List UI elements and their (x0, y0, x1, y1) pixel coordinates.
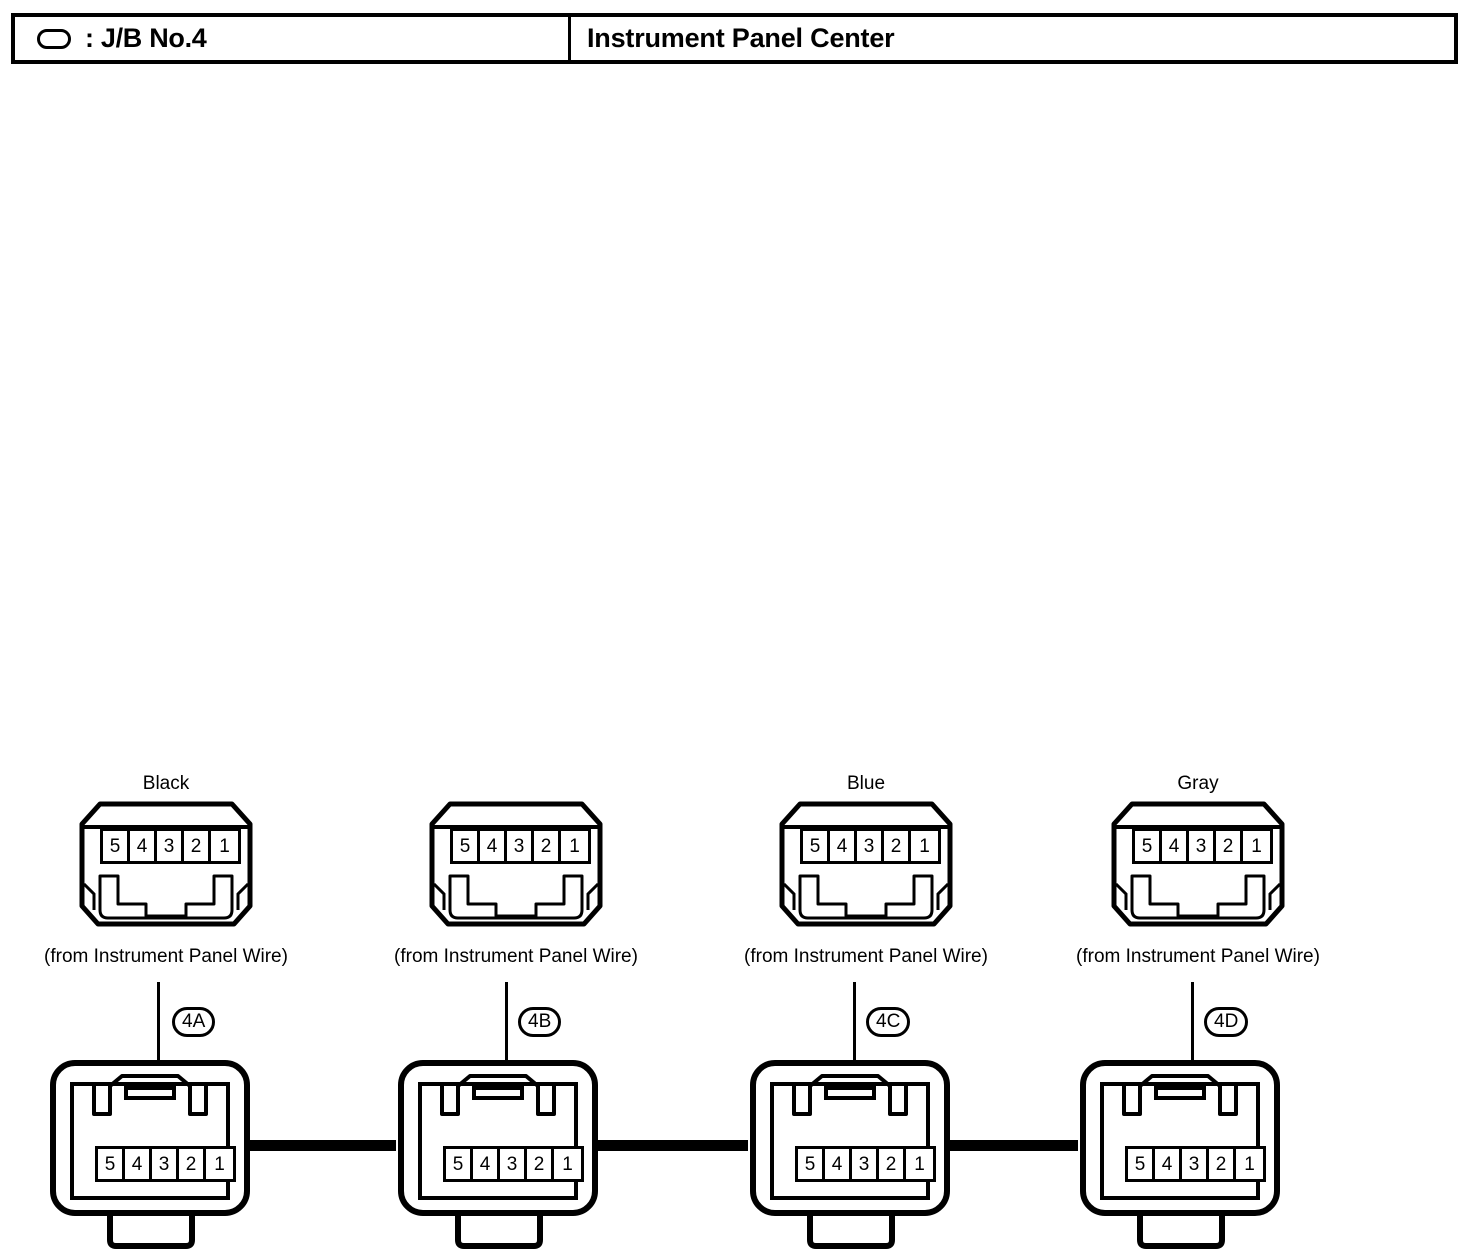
pin-cell-2: 2 (184, 831, 211, 861)
pin-cell-5: 5 (98, 1149, 125, 1179)
pin-cell-2: 2 (1216, 831, 1243, 861)
pin-cell-3: 3 (507, 831, 534, 861)
pin-cell-1: 1 (211, 831, 238, 861)
pin-cell-1: 1 (561, 831, 588, 861)
pin-cell-5: 5 (103, 831, 130, 861)
harness-wire-segment-2 (596, 1140, 748, 1151)
source-wire-note: (from Instrument Panel Wire) (1076, 946, 1320, 967)
pin-cell-3: 3 (157, 831, 184, 861)
top-connector-outline (779, 801, 953, 927)
pin-cell-4: 4 (1155, 1149, 1182, 1179)
pin-cell-2: 2 (879, 1149, 906, 1179)
pin-cell-1: 1 (1236, 1149, 1263, 1179)
source-wire-note: (from Instrument Panel Wire) (44, 946, 288, 967)
header-left-cell: : J/B No.4 (15, 17, 571, 60)
pin-cell-3: 3 (852, 1149, 879, 1179)
connector-badge-4C[interactable]: 4C (866, 1007, 911, 1037)
page-title: Instrument Panel Center (587, 23, 895, 53)
pin-cell-2: 2 (884, 831, 911, 861)
pin-cell-3: 3 (152, 1149, 179, 1179)
top-connector-outline (79, 801, 253, 927)
pin-cell-5: 5 (453, 831, 480, 861)
header-bar: : J/B No.4 Instrument Panel Center (11, 13, 1458, 64)
pin-cell-2: 2 (534, 831, 561, 861)
lead-wire (505, 982, 508, 1066)
harness-wire-segment-3 (946, 1140, 1078, 1151)
pin-cell-1: 1 (906, 1149, 933, 1179)
connector-badge-4A[interactable]: 4A (172, 1007, 216, 1037)
pin-cell-5: 5 (803, 831, 830, 861)
pin-cell-4: 4 (130, 831, 157, 861)
lead-wire (853, 982, 856, 1066)
connector-badge-4B[interactable]: 4B (518, 1007, 562, 1037)
pin-cell-3: 3 (1182, 1149, 1209, 1179)
pin-cell-1: 1 (554, 1149, 581, 1179)
pin-cell-3: 3 (500, 1149, 527, 1179)
top-connector-outline (1111, 801, 1285, 927)
pin-cell-5: 5 (798, 1149, 825, 1179)
pin-cell-1: 1 (911, 831, 938, 861)
oval-icon (37, 28, 71, 49)
connector-color-label: Gray (1177, 773, 1219, 794)
pin-cell-2: 2 (179, 1149, 206, 1179)
header-right-cell: Instrument Panel Center (571, 17, 1454, 60)
pin-cell-4: 4 (473, 1149, 500, 1179)
pin-cell-2: 2 (1209, 1149, 1236, 1179)
pin-cell-2: 2 (527, 1149, 554, 1179)
pin-cell-4: 4 (825, 1149, 852, 1179)
source-wire-note: (from Instrument Panel Wire) (394, 946, 638, 967)
pin-cell-3: 3 (1189, 831, 1216, 861)
pin-cell-4: 4 (480, 831, 507, 861)
pin-cell-5: 5 (1128, 1149, 1155, 1179)
junction-block-label: : J/B No.4 (85, 23, 207, 53)
top-connector-outline (429, 801, 603, 927)
connector-color-label: Blue (846, 773, 886, 794)
pin-cell-1: 1 (1243, 831, 1270, 861)
connector-color-label: Black (142, 773, 190, 794)
source-wire-note: (from Instrument Panel Wire) (744, 946, 988, 967)
lead-wire (1191, 982, 1194, 1066)
connector-badge-4D[interactable]: 4D (1204, 1007, 1249, 1037)
harness-wire-segment-1 (246, 1140, 396, 1151)
lead-wire (157, 982, 160, 1066)
pin-cell-4: 4 (125, 1149, 152, 1179)
pin-cell-1: 1 (206, 1149, 233, 1179)
pin-cell-3: 3 (857, 831, 884, 861)
pin-cell-5: 5 (446, 1149, 473, 1179)
pin-cell-4: 4 (830, 831, 857, 861)
pin-cell-5: 5 (1135, 831, 1162, 861)
pin-cell-4: 4 (1162, 831, 1189, 861)
